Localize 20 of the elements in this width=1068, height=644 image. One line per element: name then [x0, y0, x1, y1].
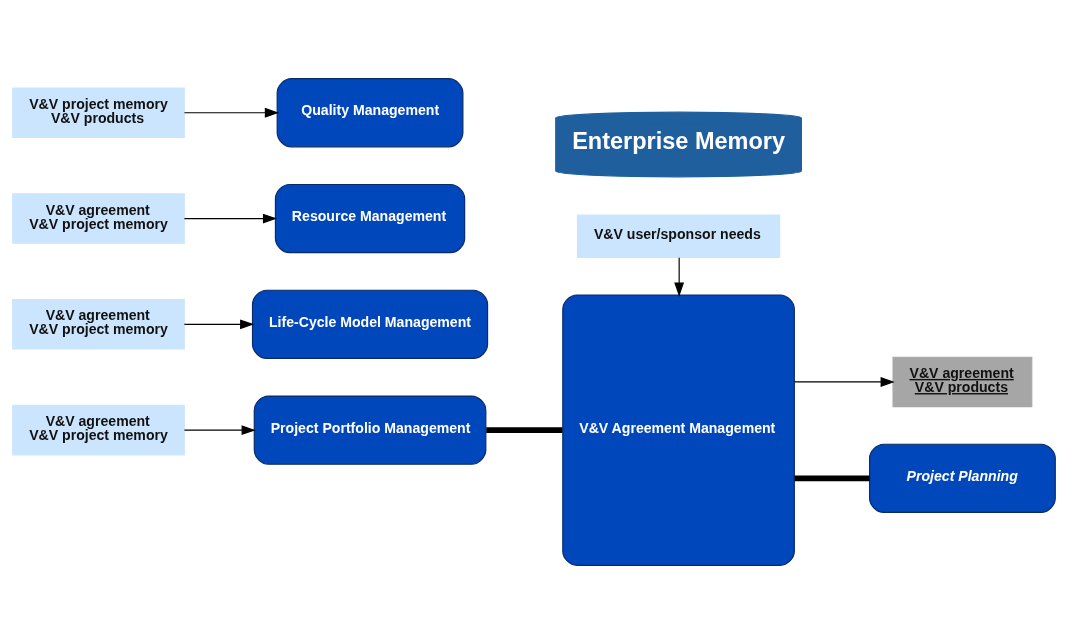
arrow [183, 319, 255, 330]
node-box: Project Portfolio Management [253, 395, 487, 465]
arrow [674, 257, 685, 297]
node-box: V&V project memory V&V products [12, 87, 185, 139]
node-box: V&V agreement V&V project memory [12, 193, 185, 244]
node-box: Resource Management [274, 183, 466, 254]
node-box: V&V agreement V&V project memory [12, 299, 185, 350]
arrow [793, 377, 895, 387]
arrow [183, 107, 279, 118]
node-box: V&V agreement V&V project memory [12, 404, 185, 456]
node-box: Life-Cycle Model Management [251, 289, 489, 360]
arrow [183, 213, 278, 224]
arrow [183, 425, 256, 436]
node-box: Project Planning [868, 443, 1056, 513]
connector [794, 475, 870, 482]
node-box: Quality Management [276, 78, 464, 148]
node-box: V&V agreement V&V products [892, 356, 1033, 408]
node-box: V&V Agreement Management [562, 294, 795, 566]
connector [486, 427, 563, 434]
node-box: V&V user/sponsor needs [576, 214, 781, 258]
